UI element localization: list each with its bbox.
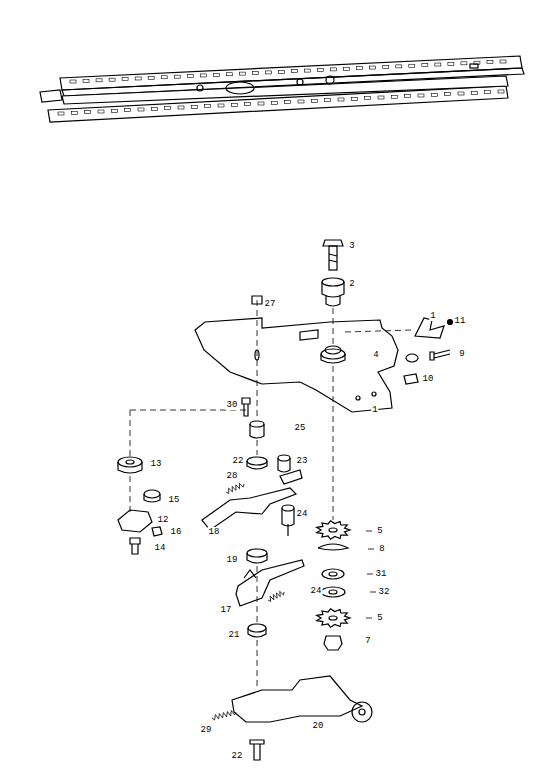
callout-number: 19	[226, 555, 239, 565]
callout-number: 3	[348, 241, 355, 251]
callout-number: 30	[226, 400, 239, 410]
latch-group	[118, 296, 262, 554]
callout-number: 15	[168, 495, 181, 505]
callout-number: 4	[372, 350, 379, 360]
lever-stack	[202, 421, 372, 760]
sprocket-stack	[317, 349, 350, 650]
callout-number: 28	[226, 471, 239, 481]
callout-number: 2	[348, 279, 355, 289]
callout-number: 20	[312, 721, 325, 731]
callout-number: 22	[231, 751, 244, 761]
callout-number: 23	[296, 456, 309, 466]
callout-number: 21	[228, 630, 241, 640]
callout-number: 7	[364, 636, 371, 646]
callout-number: 11	[454, 316, 467, 326]
callout-number: 25	[294, 423, 307, 433]
rail-assembly	[40, 56, 524, 122]
callout-number: 31	[375, 569, 388, 579]
pivot-bolt	[322, 240, 344, 306]
callout-number: 18	[208, 527, 221, 537]
callout-number: 24	[310, 586, 323, 596]
callout-number: 29	[200, 725, 213, 735]
callout-number: 17	[220, 605, 233, 615]
callout-number: 10	[422, 374, 435, 384]
callout-number: 1	[429, 311, 436, 321]
callout-number: 14	[154, 543, 167, 553]
callout-number: 12	[157, 515, 170, 525]
callout-number: 1	[371, 405, 378, 415]
callout-number: 16	[170, 527, 183, 537]
callout-number: 9	[458, 349, 465, 359]
mounting-plate	[195, 318, 398, 412]
callout-number: 24	[296, 509, 309, 519]
callout-number: 22	[232, 456, 245, 466]
center-lines	[130, 300, 412, 690]
callout-number: 5	[376, 526, 383, 536]
callout-number: 27	[264, 299, 277, 309]
callout-number: 8	[378, 544, 385, 554]
callout-number: 32	[378, 587, 391, 597]
bracket	[404, 318, 453, 384]
callout-number: 13	[150, 459, 163, 469]
callout-number: 5	[376, 613, 383, 623]
